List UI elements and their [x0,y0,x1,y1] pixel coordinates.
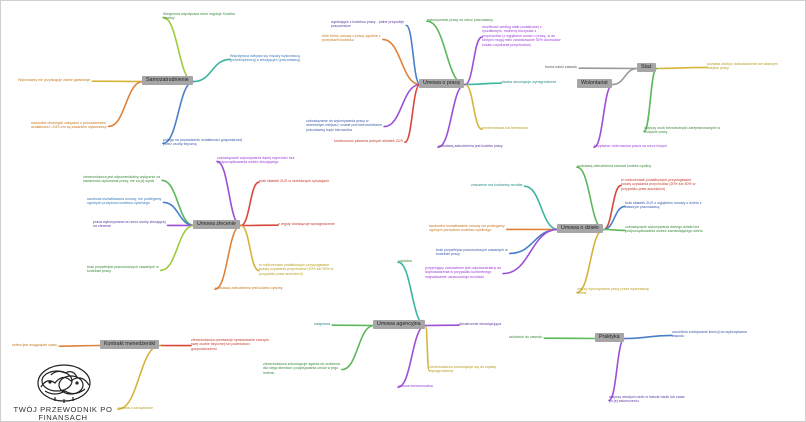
label-mlode-osoby: dotyczy młodych osób w trakcie nauki lub… [609,395,685,404]
connector-n_wolo-l18 [593,83,614,149]
label-kodeks-cywilny: podstawą zatrudnienia jest kodeks cywiln… [215,286,283,290]
connector-n_uzle-l19 [216,160,242,227]
logo-icon [37,364,91,403]
connector-n_udzi-l35 [502,228,559,275]
connector-n_uzle-l21 [240,181,260,227]
label-szkolenie: szkolenie do zawodu [509,335,543,339]
connector-n_staz-l17 [643,67,658,133]
connector-n_umpr-l9 [464,36,483,86]
label-wykonywanie-pracy: wykonywanie pracy na rzecz pracodawcy [427,18,493,22]
label-dzielo-bez-podporzadkowania: zobowiązanie wykonywania danego dzieła b… [625,225,703,234]
label-konsensualna: umowa konsensualna [398,384,433,388]
label-zus-dzielo: brak składek ZUS z wyjątkiem umowy o dzi… [625,201,702,210]
label-przywileje-dzielo: brak przywilejów pracowniczych zawartych… [436,248,508,257]
label-miejsce-czas: zobowiązanie do wykonywania pracy w okre… [306,119,383,132]
label-zarzadzanie: umowa o zarządzanie [118,406,153,410]
node-samozatrudnienie[interactable]: Samozatrudnienie [142,76,193,85]
label-wzajemna: wzajemna [314,322,331,326]
label-praca-zlecenie: praca wykonywana na rzecz osoby zlecając… [93,220,166,229]
connector-n_umpr-l6 [405,24,421,86]
label-brak-skladek: brak składek ZUS w określonych sytuacjac… [259,179,330,183]
connector-n_udzi-l34 [508,228,559,255]
connector-n_prak-l47 [623,334,673,340]
label-przywileje-pracownicze: wynikające z kodeksu pracy - pełne przyw… [331,20,405,29]
connector-n_umpr-l14 [437,83,466,149]
connector-n_samo-l4 [107,80,144,128]
connector-n_kmen-l45 [117,344,162,411]
connector-n_samo-l2 [192,58,231,83]
label-dzialalnosc-gospodarcza: polega na prowadzeniu działalności gospo… [163,138,243,147]
label-zaplata: zleceniodawca zobowiązuje się do zapłaty… [429,365,497,374]
label-odplatna: odpłatna [398,259,412,263]
connector-n_prak-l48 [608,337,626,402]
label-wykonanie-dzielo: rzeczy wykonywania pracy przez wykonawcę… [577,287,649,296]
connector-n_staz-l16 [655,66,708,70]
connector-n_samo-l5 [162,80,195,145]
label-zarzad: zleceniodawca przekazuje sprawowanie zar… [191,338,269,351]
label-brak-gwarancji: Wykonawcy nie przysługuje żadne gwarancj… [18,78,91,82]
logo-line2: FINANSACH [38,413,88,422]
label-bez-podporzadkowania: zobowiązanie wykonywania danej czynności… [217,156,295,165]
connector-n_umpr-l7 [381,38,421,86]
label-skladki-zus: konieczność płacenia pełnych składek ZUS [334,139,403,143]
label-wspolpraca-wykonawca: Współpraca odbywa się między wykonawcą (… [230,54,301,63]
label-swoboda-umowy: swoboda kształtowania umowy, nie podlega… [87,197,162,206]
connector-n_udzi-l28 [576,166,605,231]
connector-n_kmen-l43 [58,344,102,348]
connector-n_uzle-l27 [214,224,242,291]
label-podstawa-dzielo: podstawą zatrudnienia stanowi kodeks cyw… [577,164,652,168]
node-praktyka[interactable]: Praktyka [595,333,624,342]
label-kodeks-pracy: podstawą zatrudnienia jest kodeks pracy [438,144,503,148]
label-koszty-dzielo: w rozliczeniach podatkowych przysługiwan… [621,178,696,191]
label-agent-klienci: zleceniodawca zobowiązuje agenta do zrob… [263,362,340,375]
connector-n_umpr-l10 [464,82,502,86]
logo-line1: TWÓJ PRZEWODNIK PO [13,405,113,414]
node-umowa-zlecenie[interactable]: Umowa zlecenie [193,220,240,229]
label-licencja: umożliwia zdobywanie licencji do wykonyw… [672,330,747,339]
connector-n_uage-l42 [397,324,427,389]
connector-n_udzi-l30 [602,184,622,231]
connector-n_uage-l40 [341,324,375,371]
label-zysk: celem jest osiągnięcie zysku [12,343,58,347]
node-umowa-o-dzielo[interactable]: Umowa o dzieło [557,224,603,233]
connector-n_uage-l37 [397,261,427,327]
label-obowiazki-zus: wszystkie obowiązki związane z prowadzen… [31,121,107,130]
label-inne-formy-umowy: Inne formy umowy o pracę zgodnie z przep… [322,34,381,43]
label-brak-przywilejow: brak przywilejów pracowniczych zawartych… [87,265,159,274]
label-wynagrodzenie: z reguły obowiązuje wynagrodzenie [278,222,335,226]
connector-n_umpr-l13 [404,83,421,144]
connector-n_udzi-l36 [576,228,605,294]
label-bezrobotni: dotyczy osób bezrobotnych zarejestrowany… [644,126,721,135]
label-stawka: stawka obowiązuje wynagrodzenie [501,80,557,84]
connector-n_uzle-l25 [159,224,195,272]
node-umowa-agencyjna[interactable]: Umowa agencyjna [373,320,425,329]
connector-n_udzi-l33 [602,228,626,232]
label-odpowiedzialnosc-rezultat: przyjmujący zamówienie jest odpowiedzial… [425,266,502,279]
label-ryczalt: możliwość według stałe podatkowej z rycz… [482,25,561,47]
label-nauka-zawodu: forma nauki zawodu [545,65,578,69]
connector-n_uzle-l26 [240,224,260,272]
node-staz[interactable]: Staż [637,63,656,72]
node-kontrakt-menedzerski[interactable]: Kontrakt menedżerski [100,340,160,349]
connector-n_umpr-l12 [464,83,483,131]
connector-n_uage-l41 [424,324,430,372]
connector-n_umpr-l11 [383,83,421,128]
connector-n_samo-l1 [162,16,195,83]
label-kodeks-cywilny-wspolpraca: Wzajemna współpraca stron reguluje Kodek… [163,12,235,21]
node-wolontariat[interactable]: Wolontariat [577,79,612,88]
label-bezplatna-praca: bezpłatna i dobrowolna praca na rzecz in… [594,144,667,148]
label-starannosc: zleceniodawca jest odpowiedzialny wyłącz… [83,175,161,184]
connector-n_udzi-l29 [523,185,559,231]
connector-n_umpr-l8 [426,20,466,86]
label-bezterminowa: bezterminowa lub terminowa [482,126,528,130]
connector-n_wolo-n_staz [611,67,638,86]
label-koszty-uzyskania: w rozliczeniach podatkowych przysługiwan… [259,263,334,276]
label-doswiadczenie: pozwala zdobyć doświadczenie we własnym … [707,62,778,71]
label-konkretny-rezultat: znaczenie ma konkretny rezultat [471,183,523,187]
label-swobodne-ksztaltowanie: swobodne kształtowanie umowy nie podlega… [429,224,505,233]
node-umowa-o-prace[interactable]: Umowa o pracę [419,79,465,88]
label-dwustronna: dwustronnie obowiązująca [459,322,502,326]
